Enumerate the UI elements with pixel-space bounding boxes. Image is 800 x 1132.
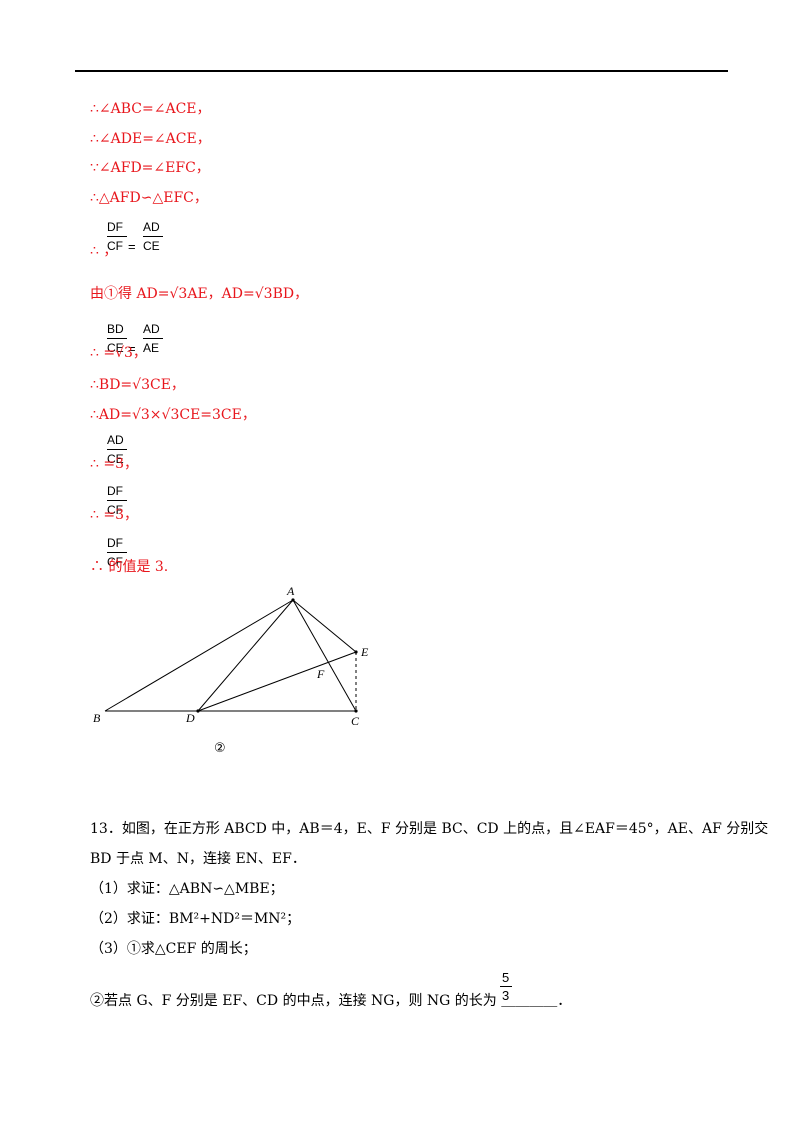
point-d xyxy=(196,709,200,713)
solution-line-12: ∴ 的值是 3. xyxy=(90,559,169,575)
frac-num: AD xyxy=(143,322,160,336)
solution-line-2: ∴∠ADE=∠ACE， xyxy=(90,131,211,147)
label-d: D xyxy=(185,711,195,725)
frac-bar xyxy=(107,449,127,450)
frac-den: CF xyxy=(107,555,123,569)
header-rule xyxy=(75,70,728,72)
frac-bar xyxy=(107,500,127,501)
frac-bar xyxy=(143,338,163,339)
frac-bar xyxy=(500,986,512,987)
answer-denominator: 3 xyxy=(502,988,510,1003)
frac-den: CE xyxy=(143,239,160,253)
solution-line-5: ∴ ， xyxy=(90,243,118,259)
frac-bar xyxy=(107,552,127,553)
frac-num: AD xyxy=(107,433,124,447)
point-c xyxy=(354,709,358,713)
geometry-figure: A B D C E F ② xyxy=(93,584,369,756)
point-a xyxy=(291,598,295,602)
frac-den: AE xyxy=(143,341,160,355)
frac-den: CF xyxy=(107,503,123,517)
segment-ac xyxy=(292,599,357,712)
problem-13-question-3: （3）①求△CEF 的周长； xyxy=(90,941,257,957)
frac-bar xyxy=(107,236,127,237)
frac-num: BD xyxy=(107,322,124,336)
solution-line-10: ∴ =3， xyxy=(90,456,138,472)
problem-13-line-2: BD 于点 M、N，连接 EN、EF． xyxy=(90,851,306,867)
label-f: F xyxy=(316,667,325,681)
equals-sign: = xyxy=(128,341,136,356)
segment-ad xyxy=(197,599,294,712)
solution-line-8: ∴BD=√3CE， xyxy=(90,377,185,393)
frac-den: CE xyxy=(107,452,124,466)
equals-sign: = xyxy=(128,239,136,254)
problem-13-question-1: （1）求证：△ABN∽△MBE； xyxy=(90,881,284,897)
solution-line-1: ∴∠ABC=∠ACE， xyxy=(90,101,211,117)
frac-num: DF xyxy=(107,536,123,550)
solution-line-3: ∵∠AFD=∠EFC， xyxy=(90,160,210,176)
problem-13-line-1: 13．如图，在正方形 ABCD 中，AB＝4，E、F 分别是 BC、CD 上的点… xyxy=(90,821,769,837)
label-c: C xyxy=(351,714,360,728)
segment-de xyxy=(197,651,357,712)
solution-line-4: ∴△AFD∽△EFC， xyxy=(90,190,208,206)
frac-den: CF xyxy=(107,239,123,253)
label-a: A xyxy=(286,584,295,598)
segment-ab xyxy=(104,599,294,712)
segment-ae xyxy=(292,599,357,653)
solution-line-9: ∴AD=√3×√3CE=3CE， xyxy=(90,407,256,423)
problem-13-question-4: ②若点 G、F 分别是 EF、CD 的中点，连接 NG，则 NG 的长为 ＿＿＿… xyxy=(90,993,572,1009)
frac-den: CE xyxy=(107,341,124,355)
label-b: B xyxy=(93,711,101,725)
solution-line-11: ∴ =3， xyxy=(90,507,138,523)
label-e: E xyxy=(360,645,369,659)
frac-num: DF xyxy=(107,220,123,234)
solution-line-7: ∴ =√3， xyxy=(90,345,147,361)
answer-numerator: 5 xyxy=(502,970,510,985)
frac-bar xyxy=(143,236,163,237)
figure-caption: ② xyxy=(214,741,226,756)
point-e xyxy=(354,650,358,654)
frac-bar xyxy=(107,338,127,339)
frac-num: DF xyxy=(107,484,123,498)
problem-13-question-2: （2）求证：BM²+ND²＝MN²； xyxy=(90,911,301,927)
frac-num: AD xyxy=(143,220,160,234)
solution-line-6: 由①得 AD=√3AE，AD=√3BD， xyxy=(90,286,309,302)
